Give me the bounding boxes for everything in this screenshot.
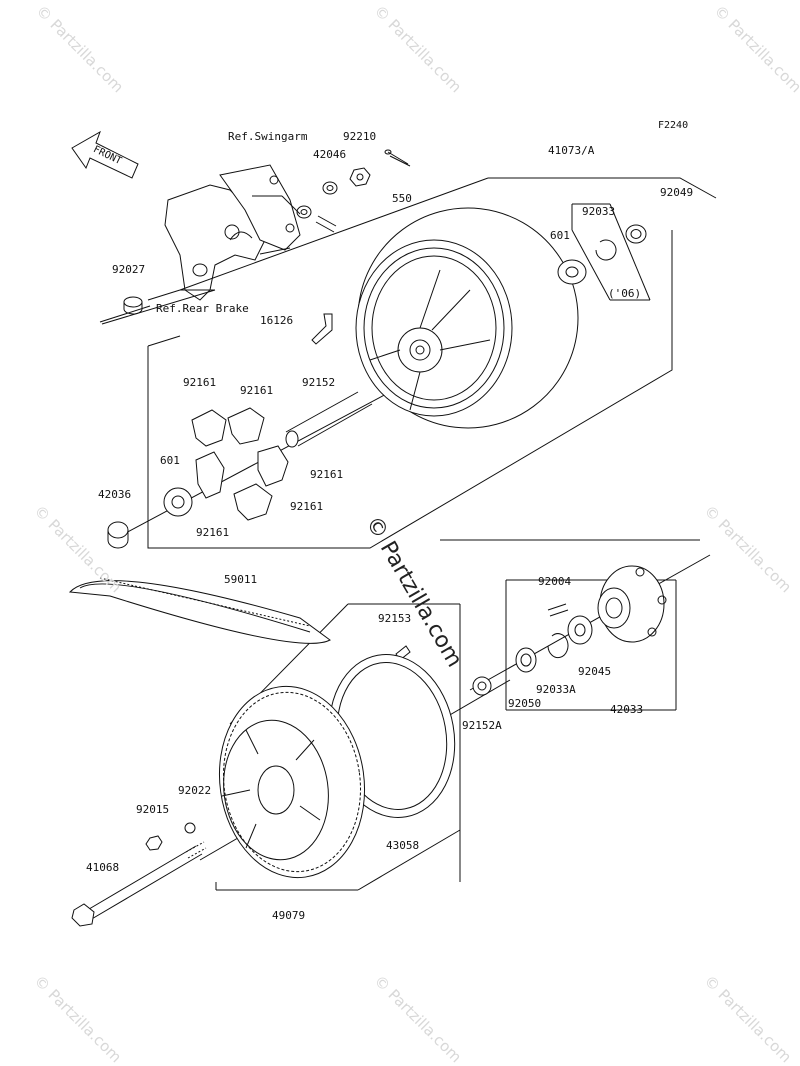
part-42036-collar (107, 521, 129, 549)
label-92033: 92033 (582, 205, 616, 218)
label-42036: 42036 (98, 488, 132, 501)
part-92045-bearing (567, 615, 593, 645)
label-49079: 49079 (272, 909, 306, 922)
label-92015: 92015 (136, 803, 170, 816)
part-92049-seal (625, 224, 647, 244)
label-92004: 92004 (538, 575, 572, 588)
label-92210: 92210 (343, 130, 377, 143)
label-92161-e: 92161 (196, 526, 230, 539)
part-92152a-collar (472, 676, 492, 696)
part-92210-nut (349, 167, 371, 187)
label-16126: 16126 (260, 314, 294, 327)
label-y06: ('06) (608, 287, 642, 300)
label-92153: 92153 (378, 612, 412, 625)
part-41068-axle (71, 841, 207, 927)
label-41068: 41068 (86, 861, 120, 874)
label-43058: 43058 (386, 839, 420, 852)
label-92022: 92022 (178, 784, 212, 797)
label-550: 550 (392, 192, 412, 205)
label-92152a: 92152A (462, 719, 502, 732)
label-41073a: 41073/A (548, 144, 595, 157)
label-ref-swingarm: Ref.Swingarm (228, 130, 308, 143)
label-92027: 92027 (112, 263, 146, 276)
part-601-bearing-top (557, 259, 587, 285)
swingarm-washer (296, 205, 312, 219)
part-92004-stud (547, 603, 569, 617)
part-16126-valve (311, 313, 333, 345)
part-92033a-circlip (547, 633, 569, 659)
label-42033: 42033 (610, 703, 644, 716)
part-42046-washer (322, 181, 338, 195)
damper-92161-set (191, 407, 289, 521)
part-92050-seal (515, 647, 537, 673)
label-92033a: 92033A (536, 683, 576, 696)
label-59011: 59011 (224, 573, 258, 586)
figure-code: F2240 (658, 120, 689, 131)
part-42033-hub (597, 565, 667, 643)
label-92161-c: 92161 (310, 468, 344, 481)
label-92152: 92152 (302, 376, 336, 389)
part-49079-pulley (218, 685, 366, 879)
label-601-left: 601 (160, 454, 180, 467)
swingarm-adjuster-bolt (315, 215, 337, 233)
part-92022-washer (184, 822, 196, 834)
part-601-bearing-left (163, 487, 193, 517)
part-92033-circlip (595, 239, 617, 261)
label-92161-b: 92161 (240, 384, 274, 397)
label-92161-a: 92161 (183, 376, 217, 389)
label-601-top: 601 (550, 229, 570, 242)
part-550-pin (384, 149, 411, 167)
rear-wheel-rim (355, 207, 579, 429)
front-arrow-icon (71, 130, 139, 179)
part-92027-bushing (123, 296, 143, 315)
part-92015-nut (145, 835, 163, 851)
part-59011-belt (68, 577, 331, 644)
label-ref-rear-brake: Ref.Rear Brake (156, 302, 249, 315)
label-92161-d: 92161 (290, 500, 324, 513)
label-42046: 42046 (313, 148, 347, 161)
label-92045: 92045 (578, 665, 612, 678)
label-92050: 92050 (508, 697, 542, 710)
part-92152-collar (285, 391, 373, 448)
swingarm-bracket (164, 164, 301, 301)
label-92049: 92049 (660, 186, 694, 199)
